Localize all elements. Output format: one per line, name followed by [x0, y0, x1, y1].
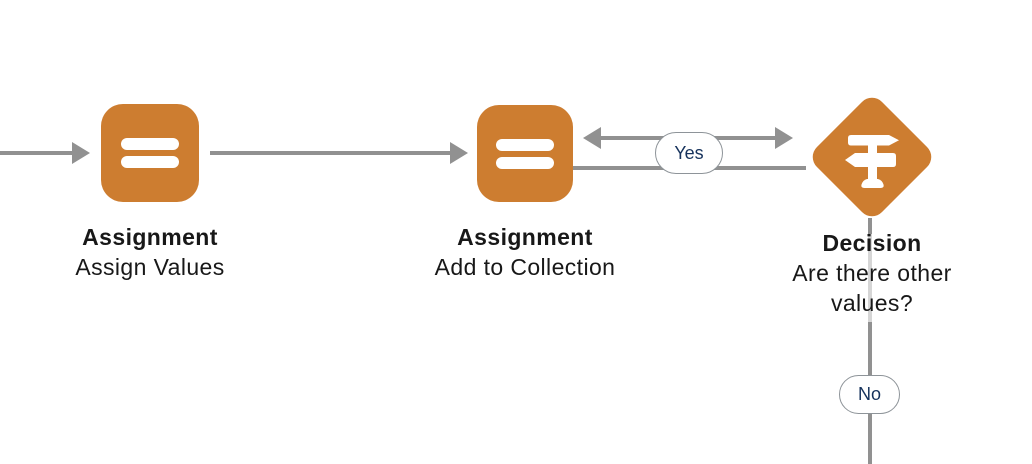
- arrowhead-into-assignment1: [72, 142, 90, 164]
- node-assignment-assign-values[interactable]: [101, 104, 199, 202]
- connector-line-no-top: [868, 218, 872, 234]
- node-title: Assignment: [82, 224, 218, 250]
- equals-icon: [496, 138, 554, 169]
- connector-label-yes[interactable]: Yes: [655, 132, 723, 174]
- connector-line-no-behind-label: [868, 234, 872, 322]
- node-subtitle: Add to Collection: [434, 254, 616, 280]
- node-title: Decision: [822, 230, 922, 256]
- yes-label-text: Yes: [674, 142, 704, 163]
- signpost-icon: [845, 135, 899, 188]
- node-label-assignment1: Assignment Assign Values: [40, 222, 260, 282]
- connector-line-a1-a2: [210, 151, 450, 155]
- arrowhead-into-assignment2: [450, 142, 468, 164]
- node-subtitle: Assign Values: [75, 254, 225, 280]
- connector-line-no-bottom: [868, 411, 872, 464]
- node-subtitle: Are there other values?: [792, 260, 952, 316]
- node-label-assignment2: Assignment Add to Collection: [415, 222, 635, 282]
- no-label-text: No: [857, 384, 881, 404]
- arrowhead-yes-into-assignment2: [583, 127, 601, 149]
- connector-line-no-mid: [868, 322, 872, 378]
- node-label-decision: Decision Are there other values?: [767, 228, 977, 318]
- node-decision-are-there-other-values[interactable]: [806, 91, 938, 223]
- connector-line-incoming: [0, 151, 72, 155]
- connector-label-no[interactable]: No: [839, 375, 900, 414]
- equals-icon: [121, 138, 179, 168]
- node-assignment-add-to-collection[interactable]: [477, 105, 573, 202]
- node-title: Assignment: [457, 224, 593, 250]
- arrowhead-into-decision: [775, 127, 793, 149]
